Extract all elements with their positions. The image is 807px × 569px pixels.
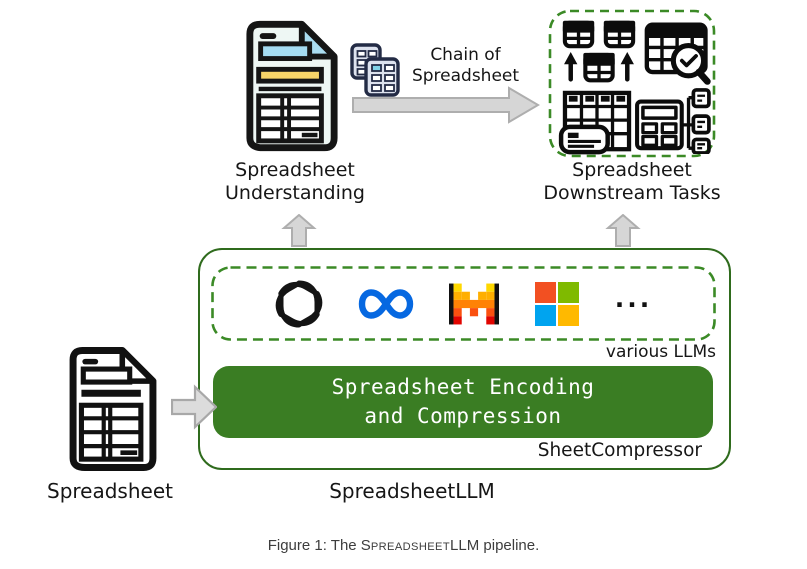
encoder-label: Spreadsheet Encoding and Compression xyxy=(331,375,595,428)
spreadsheet-document-icon xyxy=(246,20,338,152)
downstream-tasks-box xyxy=(548,9,716,158)
chain-of-spreadsheet-label: Chain of Spreadsheet xyxy=(411,45,520,86)
chain-arrow-icon xyxy=(352,86,540,124)
sheetcompressor-label: SheetCompressor xyxy=(537,440,702,461)
spreadsheetllm-label: SpreadsheetLLM xyxy=(329,479,495,503)
more-llms-ellipsis: ... xyxy=(614,284,653,313)
spreadsheet-input-icon xyxy=(69,347,157,471)
various-llms-box xyxy=(211,266,716,341)
spreadsheet-understanding-label: Spreadsheet Understanding xyxy=(225,159,365,205)
encoder-box: Spreadsheet Encoding and Compression xyxy=(213,366,713,438)
up-arrow-left-icon xyxy=(281,214,317,247)
table-merge-split-icon xyxy=(562,20,636,83)
openai-logo-icon xyxy=(275,280,323,327)
spreadsheet-downstream-label: Spreadsheet Downstream Tasks xyxy=(543,159,721,205)
table-search-check-icon xyxy=(644,22,711,85)
input-arrow-icon xyxy=(171,384,217,430)
mistral-logo-icon xyxy=(448,283,499,324)
microsoft-logo-icon xyxy=(534,281,579,326)
stacked-mini-spreadsheets-icon xyxy=(350,43,400,97)
spreadsheet-input-label: Spreadsheet xyxy=(47,479,173,503)
caption-prefix: Figure 1: The S xyxy=(267,537,371,554)
up-arrow-right-icon xyxy=(605,214,641,247)
llm-logos-row: ... xyxy=(211,266,716,341)
caption-smallcaps: preadsheet xyxy=(370,541,451,553)
table-hierarchy-icon xyxy=(635,88,711,154)
various-llms-label: various LLMs xyxy=(605,342,716,362)
figure-caption: Figure 1: The SpreadsheetLLM pipeline. xyxy=(0,537,807,554)
table-annotation-icon xyxy=(558,90,632,155)
caption-suffix: LLM pipeline. xyxy=(450,537,540,554)
meta-logo-icon xyxy=(358,288,413,319)
